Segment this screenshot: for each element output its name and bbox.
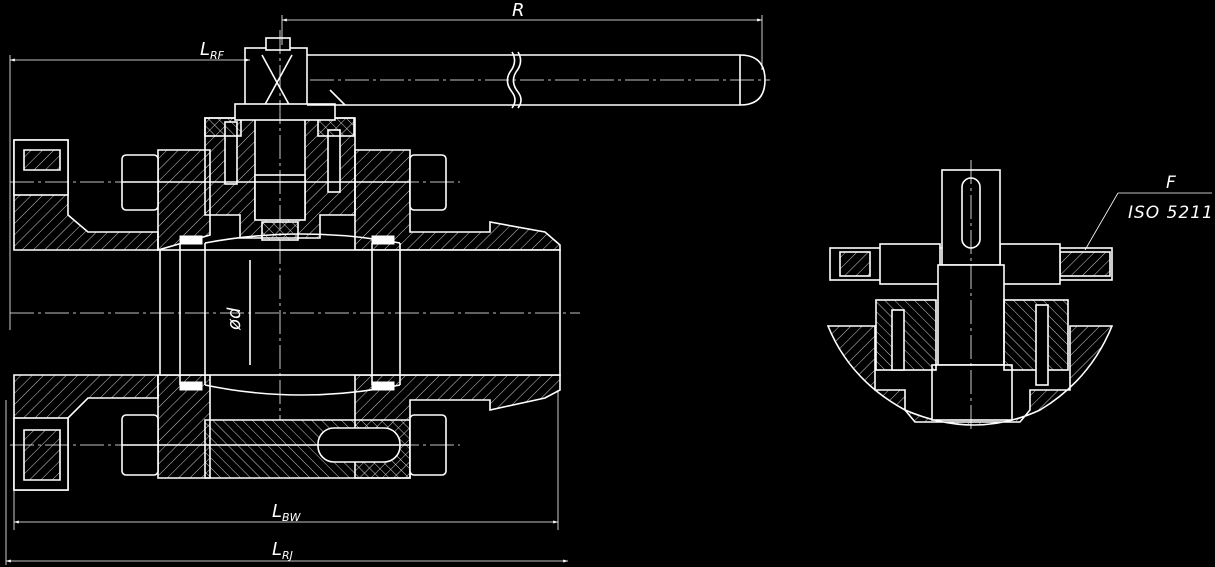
lbw-label: LBW (272, 501, 302, 524)
callout-iso-label: ISO 5211 (1128, 203, 1214, 223)
main-section-view: ød (5, 0, 770, 565)
callout-f-label: F (1166, 173, 1177, 193)
iso-callout: F ISO 5211 (1084, 173, 1214, 251)
dimension-lrj: LRJ (5, 400, 568, 565)
dimension-lrf: LRF (9, 39, 250, 330)
mounting-flange-detail-view: F ISO 5211 (826, 160, 1214, 430)
dimension-lbw: LBW (13, 390, 559, 530)
ball-and-seats: ød (159, 233, 561, 396)
r-label: R (512, 0, 525, 21)
left-flange (13, 139, 159, 491)
handle-head (234, 37, 336, 121)
lrf-label: LRF (200, 39, 225, 62)
lrj-label: LRJ (272, 539, 293, 562)
dimension-r: R (281, 0, 763, 70)
bore-diameter-label: ød (224, 307, 245, 331)
valve-body (157, 149, 561, 479)
